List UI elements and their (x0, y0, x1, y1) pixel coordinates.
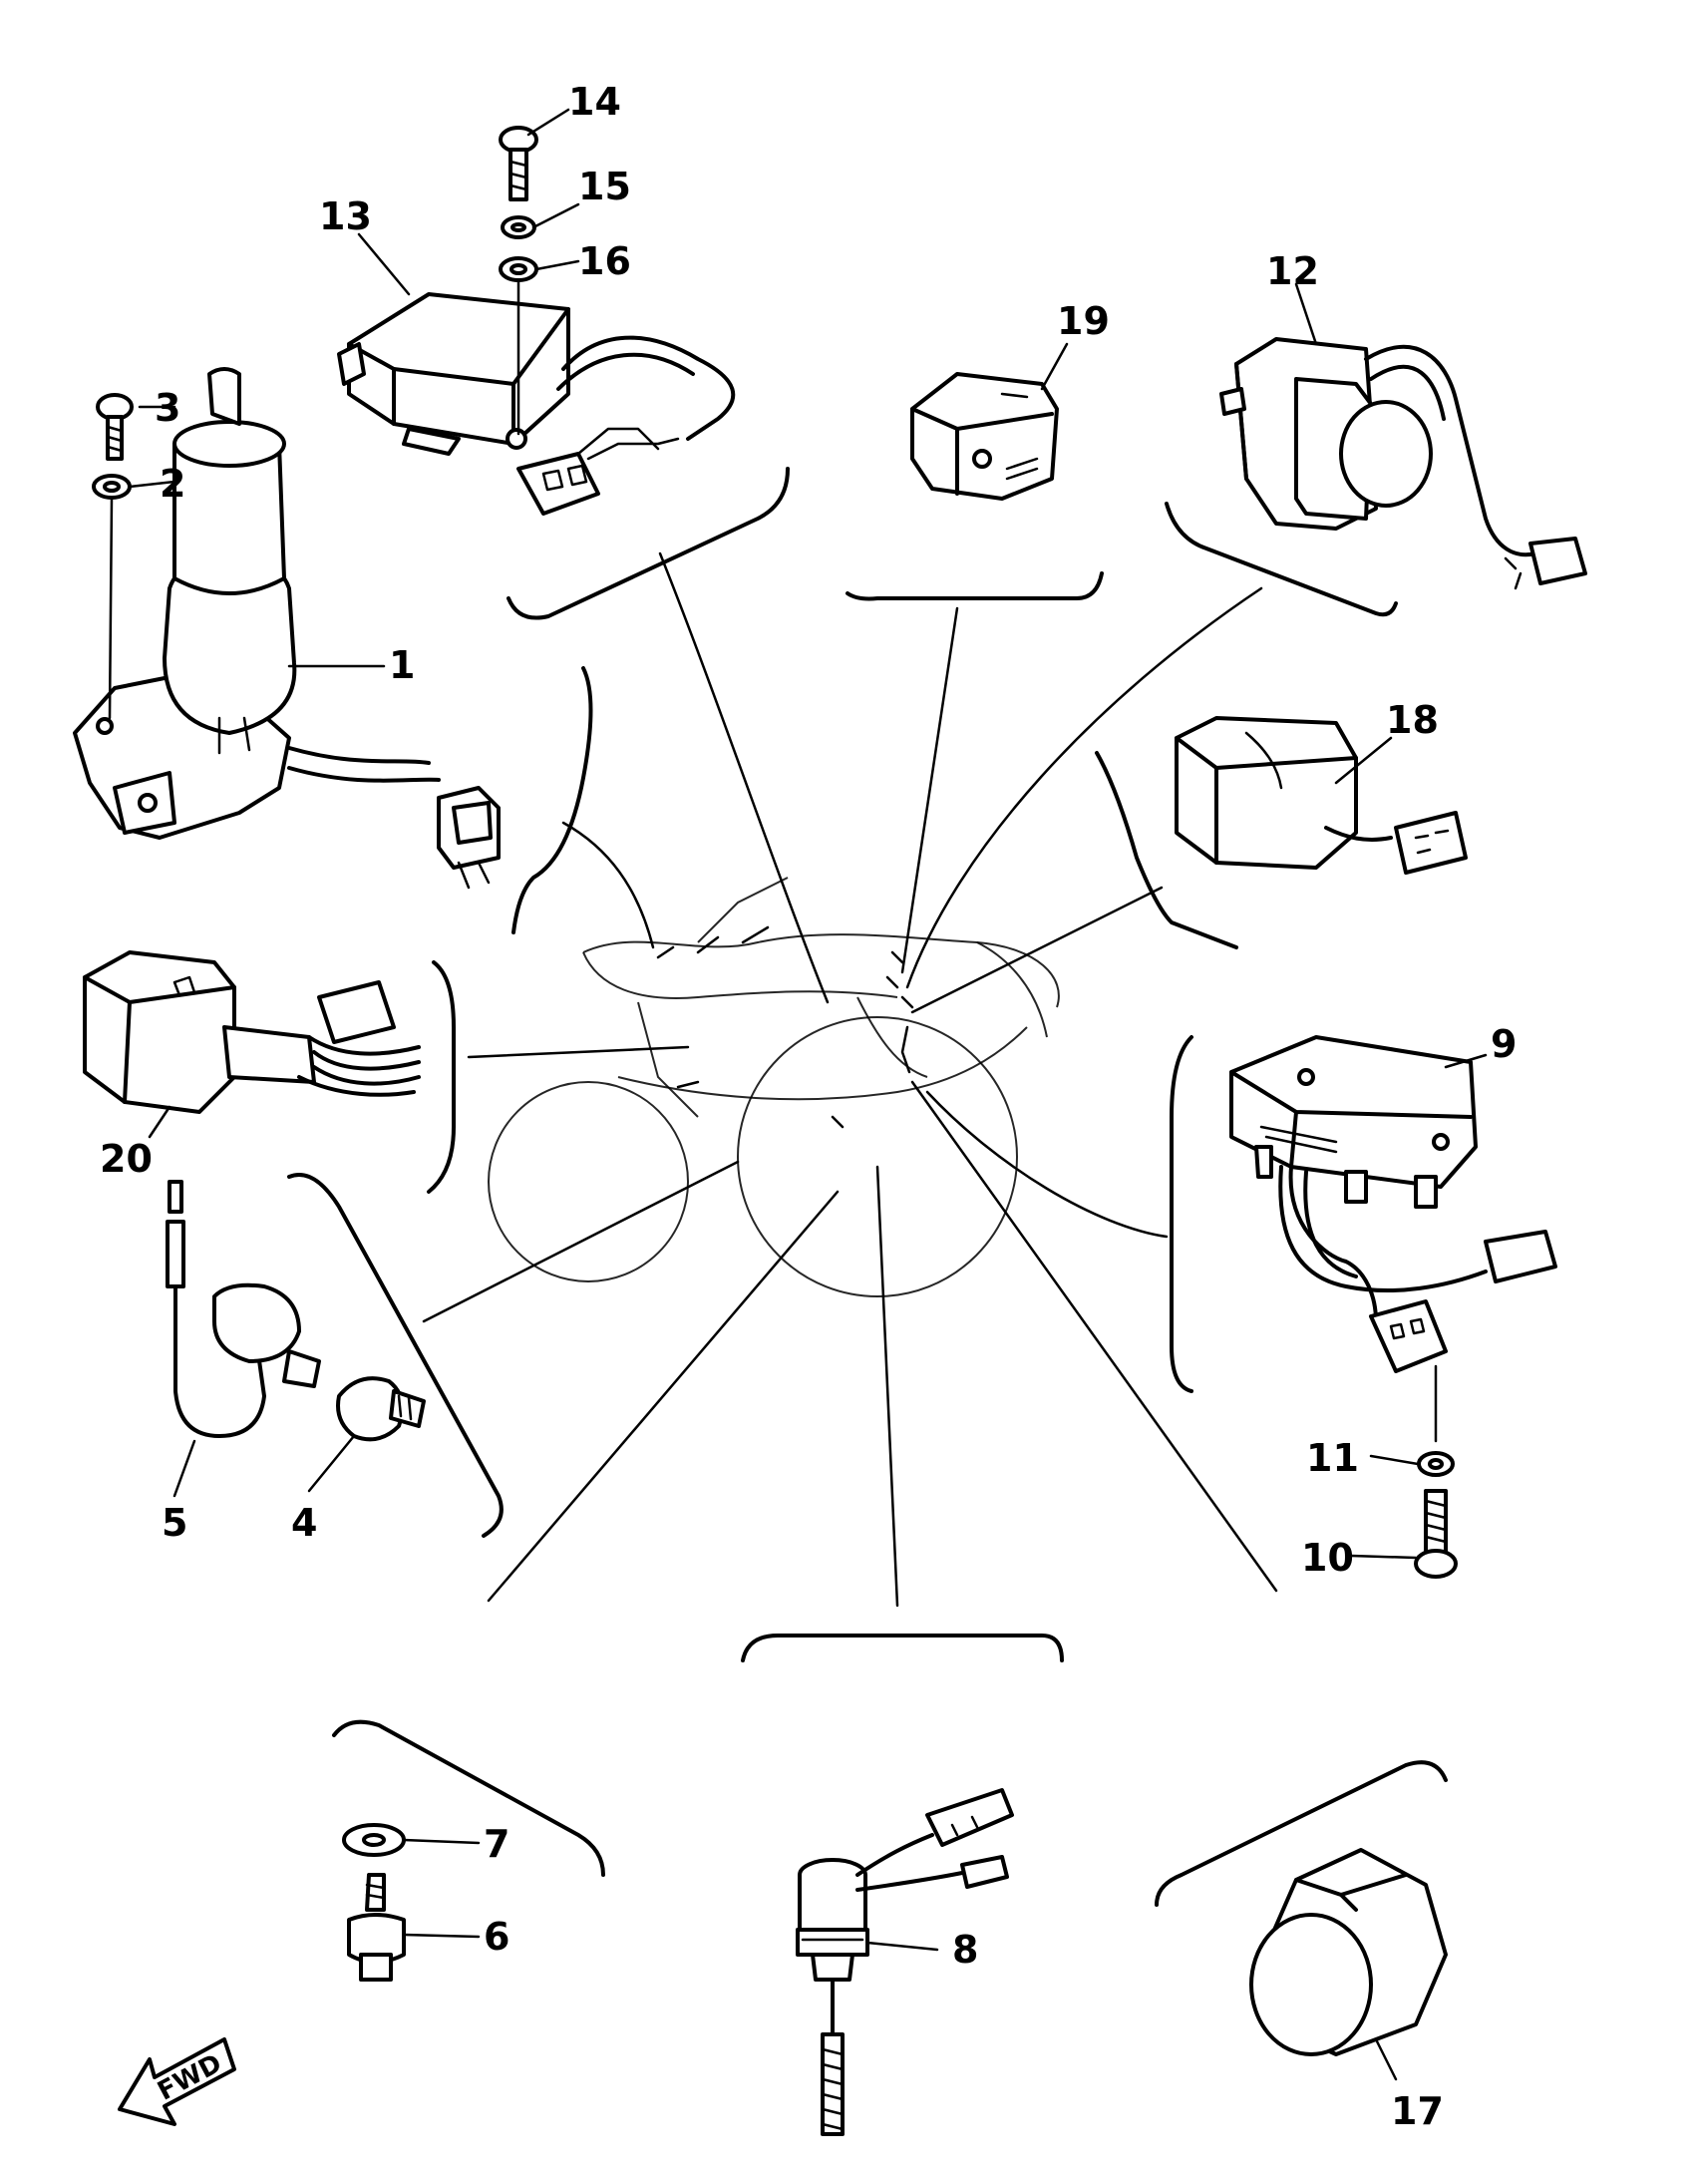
relay-unit-13 (337, 292, 736, 516)
washer-16 (499, 256, 538, 436)
label-19: 19 (1057, 299, 1110, 343)
relay-18 (1175, 716, 1468, 875)
label-3: 3 (155, 386, 180, 430)
label-2: 2 (160, 462, 185, 506)
label-7: 7 (484, 1822, 509, 1866)
fwd-arrow-badge: FWD (118, 2037, 236, 2126)
washer-2 (92, 474, 132, 720)
label-15: 15 (578, 165, 631, 208)
label-13: 13 (319, 194, 372, 238)
label-14: 14 (568, 80, 621, 124)
label-1: 1 (389, 643, 415, 687)
sensor-5 (166, 1180, 321, 1438)
switch-19 (910, 372, 1059, 501)
label-20: 20 (100, 1137, 153, 1181)
label-11: 11 (1306, 1436, 1359, 1480)
label-8: 8 (952, 1928, 978, 1972)
label-leaders (128, 108, 1488, 2081)
group-brackets (287, 467, 1448, 1907)
relay-17 (1249, 1848, 1448, 2056)
washer-11 (1417, 1451, 1455, 1477)
label-12: 12 (1266, 249, 1319, 293)
label-17: 17 (1391, 2089, 1444, 2133)
switch-6 (347, 1873, 406, 1982)
washer-7 (342, 1823, 406, 1857)
leader-lines (422, 551, 1278, 1608)
label-10: 10 (1301, 1536, 1354, 1580)
label-18: 18 (1386, 698, 1439, 742)
label-16: 16 (578, 239, 631, 283)
ignition-switch (73, 367, 501, 890)
label-6: 6 (484, 1915, 509, 1959)
label-9: 9 (1491, 1022, 1517, 1066)
lock-washer-15 (501, 215, 536, 239)
label-5: 5 (162, 1501, 187, 1545)
sender-8 (796, 1788, 1014, 2136)
bolt-10 (1414, 1489, 1458, 1579)
screw-3 (96, 393, 134, 461)
control-unit-9 (1229, 1035, 1557, 1443)
relay-20 (83, 950, 421, 1114)
motorcycle-outline (488, 877, 1060, 1297)
label-4: 4 (291, 1501, 317, 1545)
screw-14 (499, 126, 538, 201)
sensor-4 (336, 1376, 426, 1442)
flasher-relay-12 (1219, 337, 1587, 590)
